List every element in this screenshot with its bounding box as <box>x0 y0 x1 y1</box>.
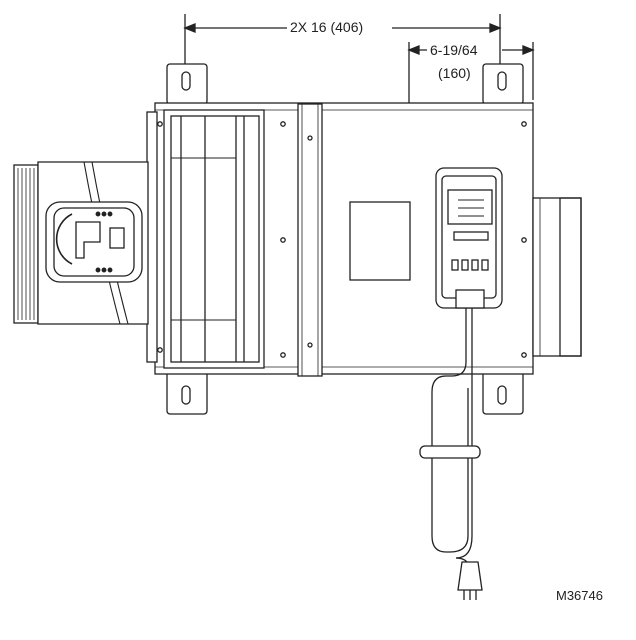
power-cord <box>419 308 481 573</box>
offset-mm-label: (160) <box>438 65 471 81</box>
mounting-tab-top-left <box>166 63 208 105</box>
controller-display <box>447 189 493 225</box>
label-plate <box>349 201 411 281</box>
overall-width-label: 2X 16 (406) <box>290 19 364 35</box>
mounting-tab-bottom-right <box>482 371 524 415</box>
controller-box <box>435 167 503 309</box>
plug <box>457 561 483 600</box>
mounting-tab-bottom-left <box>166 371 208 415</box>
offset-inches-label: 6-19/64 <box>430 42 478 58</box>
mounting-tab-top-right <box>482 63 524 105</box>
dimension-overall-width <box>183 14 502 64</box>
damper-motor <box>45 201 143 283</box>
figure-id: M36746 <box>556 588 603 603</box>
outlet-collar <box>532 197 582 357</box>
